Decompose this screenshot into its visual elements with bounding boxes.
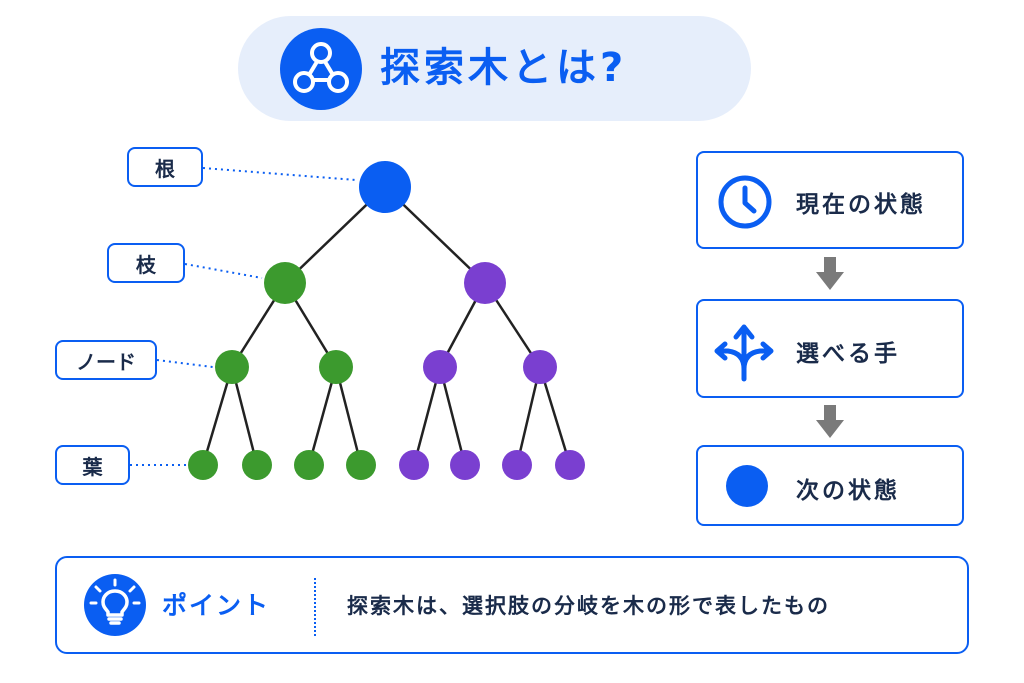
filled-circle-icon: [725, 464, 769, 512]
page-title: 探索木とは?: [380, 45, 628, 91]
root-connector: [202, 167, 357, 181]
arrow-down-icon: [816, 257, 844, 295]
flow-step-label: 次の状態: [796, 478, 900, 504]
node-right-2: [523, 350, 557, 384]
flow-step-label: 現在の状態: [796, 192, 926, 218]
leaf-label: 葉: [55, 445, 130, 485]
node-left-1: [215, 350, 249, 384]
branching-arrows-icon: [712, 319, 776, 387]
leaf-node: [502, 450, 532, 480]
node-connector: [156, 359, 214, 368]
arrow-down-icon: [816, 405, 844, 443]
root-label: 根: [127, 147, 203, 187]
tree-edges: [201, 186, 572, 466]
branch-node-right: [464, 262, 506, 304]
branch-connector: [184, 263, 263, 279]
node-label: ノード: [55, 340, 157, 380]
flow-step-possible-moves: 選べる手: [696, 299, 964, 398]
flow-step-next-state: 次の状態: [696, 445, 964, 526]
point-divider: [314, 578, 316, 636]
root-node: [359, 161, 411, 213]
leaf-node: [450, 450, 480, 480]
leaf-node: [346, 450, 376, 480]
leaf-node: [294, 450, 324, 480]
branch-node-left: [264, 262, 306, 304]
node-left-2: [319, 350, 353, 384]
flow-step-label: 選べる手: [796, 341, 900, 367]
node-right-1: [423, 350, 457, 384]
branch-label: 枝: [107, 243, 185, 283]
leaf-node: [555, 450, 585, 480]
flow-step-current-state: 現在の状態: [696, 151, 964, 249]
point-text: 探索木は、選択肢の分岐を木の形で表したもの: [347, 594, 830, 618]
search-tree-diagram: [130, 161, 585, 480]
point-callout: ポイント 探索木は、選択肢の分岐を木の形で表したもの: [55, 556, 969, 654]
leaf-node: [188, 450, 218, 480]
network-icon: [280, 28, 362, 110]
leaf-node: [242, 450, 272, 480]
point-label: ポイント: [162, 591, 271, 620]
leaf-node: [399, 450, 429, 480]
clock-icon: [716, 173, 774, 235]
lightbulb-icon: [84, 574, 146, 636]
